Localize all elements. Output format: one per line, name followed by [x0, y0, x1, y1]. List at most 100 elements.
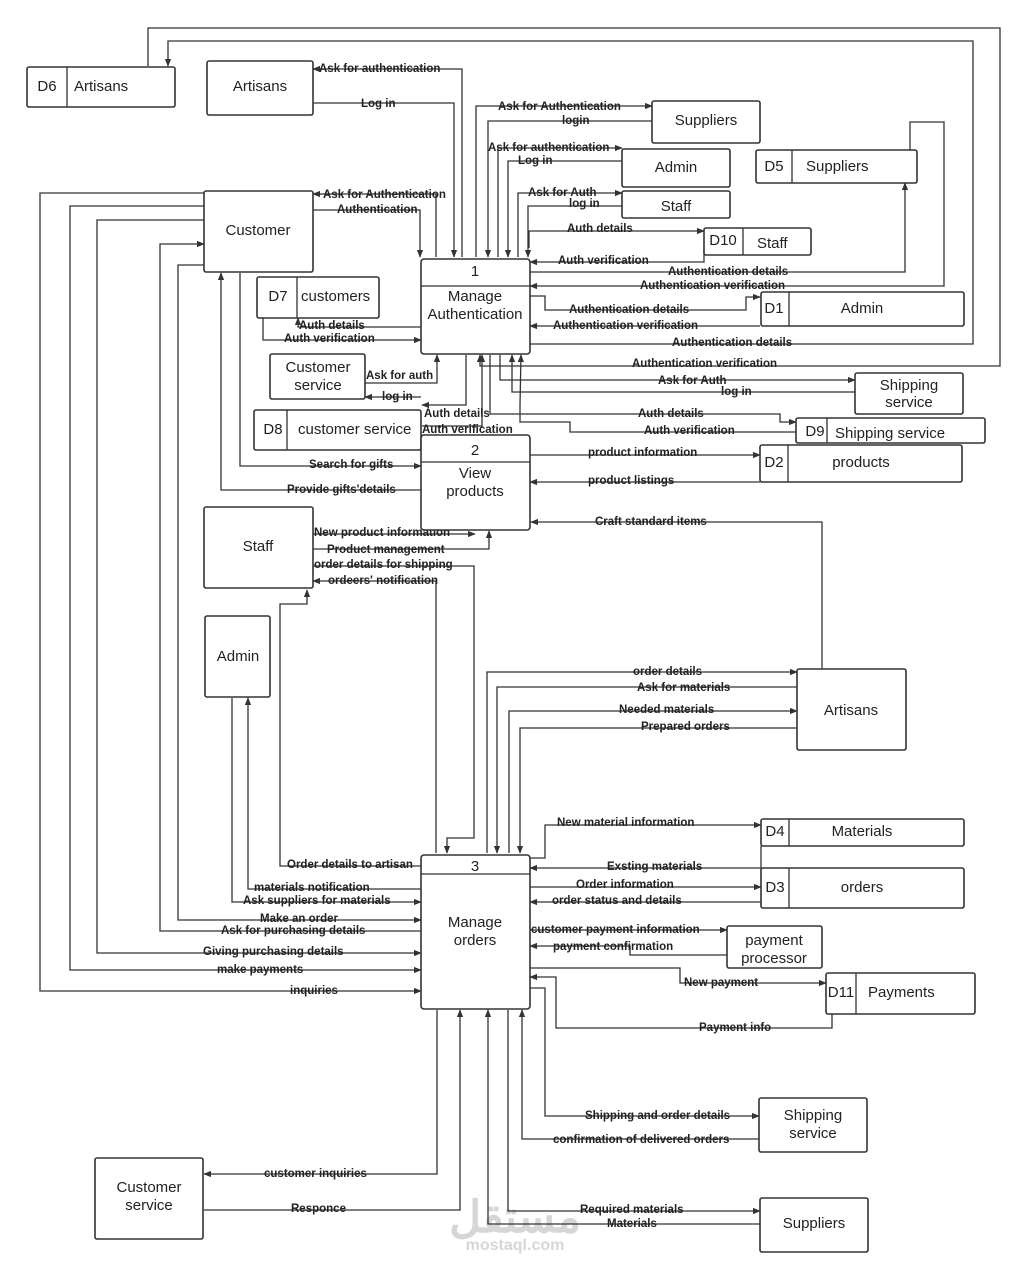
flow-cs-ask-auth [365, 354, 441, 384]
entity-customer-service-small: Customer service [269, 353, 366, 400]
flow-d6-verif [147, 27, 1001, 367]
flow-order-details-artisan [279, 589, 421, 867]
label-customer-inquiries: customer inquiries [264, 1168, 367, 1180]
label-cs-login: log in [382, 391, 413, 403]
flow-d8-details [421, 355, 467, 409]
flow-adm-ask-auth [497, 144, 623, 257]
watermark-url: mostaql.com [466, 1237, 565, 1254]
flow-d7-verif [262, 318, 422, 344]
entity-suppliers-top: Suppliers [651, 100, 761, 144]
flow-orders-notification [312, 577, 437, 853]
flow-make-order [177, 264, 422, 924]
flow-responce [204, 1009, 464, 1211]
flow-ask-purchasing [159, 240, 421, 932]
label-art-order-details: order details [633, 666, 702, 678]
store-d1-name: Admin [841, 300, 884, 317]
store-d4-id: D4 [765, 823, 784, 840]
store-d10-id: D10 [709, 232, 737, 249]
store-d3-name: orders [841, 879, 884, 896]
store-d2-name: products [832, 454, 890, 471]
store-d9-id: D9 [805, 423, 824, 440]
flow-art-ask-auth [312, 65, 463, 257]
flow-d9-verif [517, 354, 796, 433]
process-3-name-line2: orders [454, 932, 497, 949]
process-1-name-line1: Manage [448, 288, 502, 305]
process-1-manage-authentication: 1 Manage Authentication [420, 258, 531, 355]
external-entities: Artisans Suppliers Admin Staff Customer … [94, 60, 964, 1253]
store-d8: D8 customer service [253, 409, 422, 451]
store-d5: D5 Suppliers [755, 149, 918, 184]
label-responce: Responce [291, 1203, 346, 1215]
entity-shipping-top: Shipping service [854, 372, 964, 415]
process-2-name-line2: products [446, 483, 504, 500]
label-payment-info: Payment info [699, 1022, 771, 1034]
label-d10-details: Auth details [567, 223, 633, 235]
label-order-status: order status and details [552, 895, 682, 907]
flow-d10-details [528, 227, 705, 248]
label-d6-details: Authentication details [672, 337, 792, 349]
label-adm-login: Log in [518, 155, 553, 167]
label-ship-login: log in [721, 386, 752, 398]
entity-customer-service-bottom-line1: Customer [116, 1179, 181, 1196]
flow-giving-purchasing [96, 219, 422, 957]
entity-suppliers-top-label: Suppliers [675, 112, 738, 129]
watermark-arabic: مستقل [449, 1193, 581, 1242]
label-orders-notification: ordeers' notification [328, 575, 438, 587]
flow-d8-verif [422, 354, 486, 427]
label-new-payment: New payment [684, 977, 758, 989]
flow-payment-confirmation [529, 942, 727, 956]
entity-customer-service-small-line1: Customer [285, 359, 350, 376]
flow-d9-details [489, 355, 797, 426]
watermark: مستقل mostaql.com [449, 1193, 581, 1254]
label-search-gifts: Search for gifts [309, 459, 393, 471]
label-provide-gifts: Provide gifts'details [287, 484, 396, 496]
flow-cus-auth [313, 209, 424, 258]
label-order-details-shipping: order details for shipping [314, 559, 453, 571]
flow-d5-details [530, 182, 909, 273]
process-1-name-line2: Authentication [427, 306, 522, 323]
store-d5-name: Suppliers [806, 158, 869, 175]
store-d6-name: Artisans [74, 78, 128, 95]
label-ship-ask-auth: Ask for Auth [658, 375, 727, 387]
process-3-number: 3 [471, 858, 479, 875]
label-existing-materials: Exsting materials [607, 861, 702, 873]
entity-customer-service-bottom-line2: service [125, 1197, 173, 1214]
label-art-login: Log in [361, 98, 396, 110]
label-materials: Materials [607, 1218, 657, 1230]
store-d7: D7 customers [256, 276, 380, 319]
store-d8-name: customer service [298, 421, 411, 438]
flow-confirm-delivered [518, 1009, 759, 1140]
process-1-number: 1 [471, 263, 479, 280]
label-d7-details: Auth details [299, 320, 365, 332]
store-d6: D6 Artisans [26, 66, 176, 108]
label-cust-payment-info: customer payment information [531, 924, 700, 936]
label-ask-suppliers: Ask suppliers for materials [243, 895, 391, 907]
store-d11: D11 Payments [825, 972, 976, 1015]
entity-payment-processor-line1: payment [745, 932, 803, 949]
label-giving-purchasing: Giving purchasing details [203, 946, 344, 958]
entity-customer-service-small-line2: service [294, 377, 342, 394]
store-d1-id: D1 [764, 300, 783, 317]
store-d10-name: Staff [757, 235, 788, 252]
flow-craft-items [530, 518, 823, 669]
data-stores: D6 Artisans D5 Suppliers D10 Staff D7 cu… [26, 66, 986, 1015]
flow-d1-details [530, 293, 761, 311]
flow-ask-suppliers [231, 698, 422, 906]
entity-shipping-bottom: Shipping service [758, 1097, 868, 1153]
process-3-manage-orders: 3 Manage orders [420, 854, 531, 1010]
flow-adm-login [504, 160, 622, 258]
store-d11-id: D11 [828, 984, 854, 1001]
store-d4: D4 Materials [760, 818, 965, 847]
label-stf-login: log in [569, 198, 600, 210]
label-cs-ask-auth: Ask for auth [366, 370, 433, 382]
label-order-details-artisan: Order details to artisan [287, 859, 413, 871]
entity-shipping-bottom-line2: service [789, 1125, 837, 1142]
flow-art-order-details [486, 668, 798, 853]
store-d7-name: customers [301, 288, 370, 305]
flow-provide-gifts [217, 272, 421, 491]
flow-new-material-info [530, 821, 762, 859]
label-d8-verif: Auth verification [422, 424, 513, 436]
store-d7-id: D7 [268, 288, 287, 305]
flow-customer-inquiries [203, 1010, 438, 1178]
label-new-material-info: New material information [557, 817, 694, 829]
